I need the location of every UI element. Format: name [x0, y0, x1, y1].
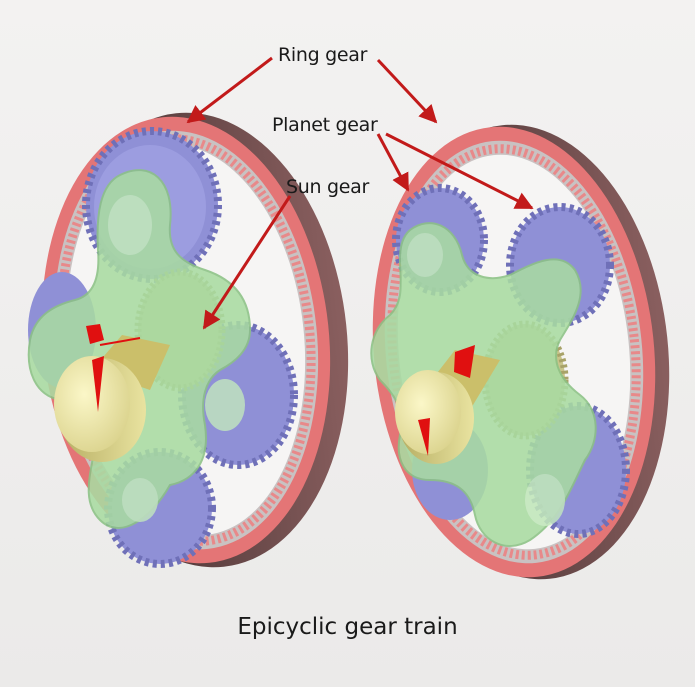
diagram-caption: Epicyclic gear train — [0, 614, 695, 640]
planet-gear-label: Planet gear — [272, 114, 378, 136]
ring-gear-label: Ring gear — [278, 44, 367, 66]
sun-gear-label: Sun gear — [286, 176, 369, 198]
